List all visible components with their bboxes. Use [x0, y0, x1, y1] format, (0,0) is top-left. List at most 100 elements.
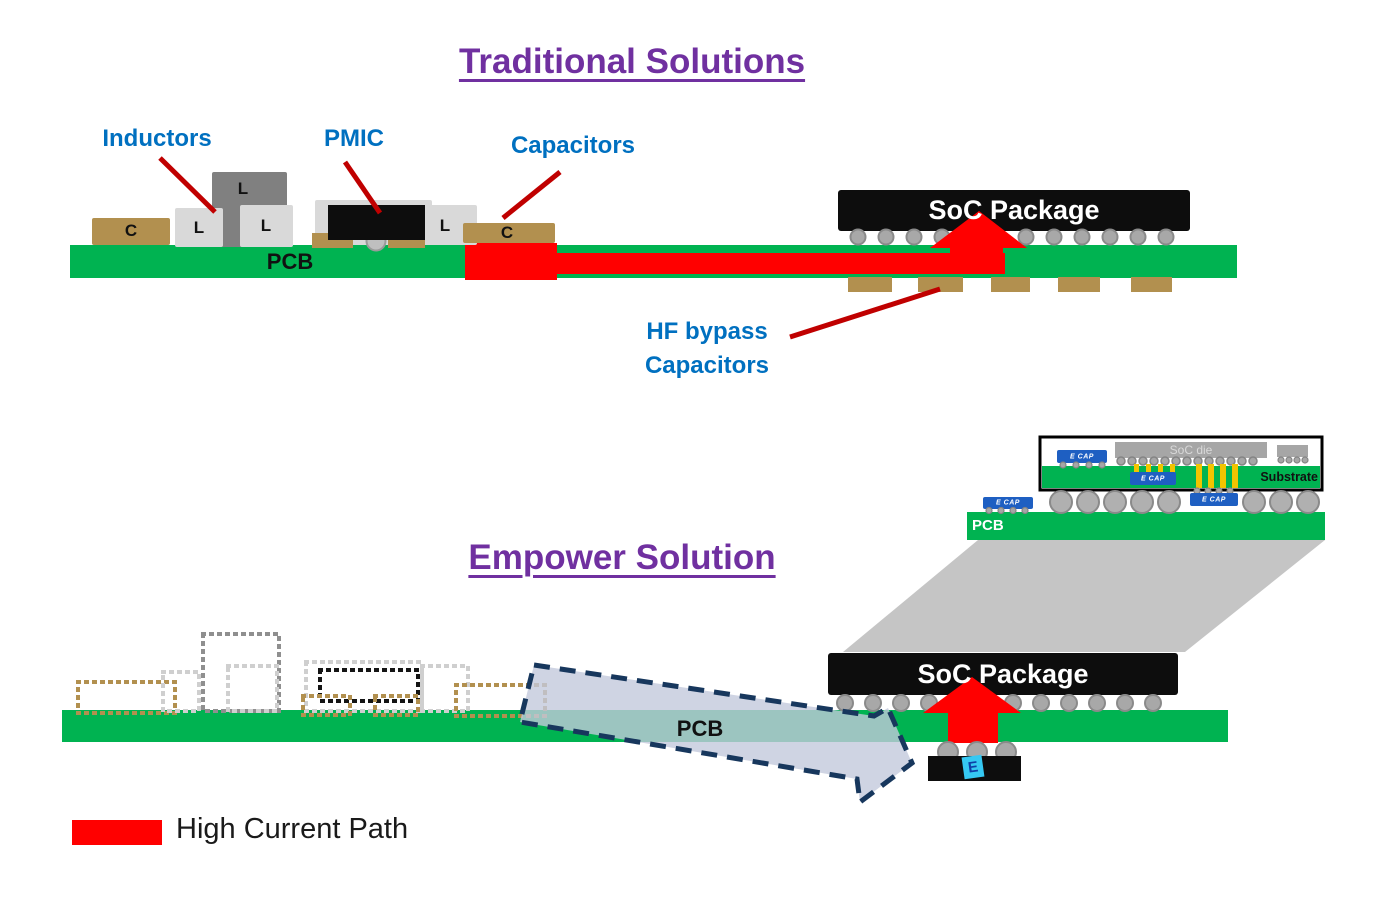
substrate-via — [1146, 464, 1151, 474]
bga-ball — [1127, 456, 1137, 466]
bga-ball — [1045, 228, 1063, 246]
hf-bypass-cap — [1131, 277, 1172, 292]
side-component-bumps — [1277, 456, 1309, 464]
high-current-arrow-head — [930, 211, 1027, 248]
bga-ball — [864, 694, 882, 712]
removed-inductor-outline-3 — [420, 664, 470, 713]
bga-ball — [1116, 694, 1134, 712]
bga-ball — [1076, 490, 1100, 514]
bga-ball — [1157, 490, 1181, 514]
bga-ball — [1171, 456, 1181, 466]
component-letter-l1: L — [193, 218, 205, 237]
hf-bypass-cap — [848, 277, 892, 292]
ecap-embedded — [1130, 472, 1176, 485]
high-current-arrow-shaft — [950, 247, 1003, 273]
bga-ball — [1101, 228, 1119, 246]
bga-ball — [849, 228, 867, 246]
bga-ball — [1149, 456, 1159, 466]
empower-title: Empower Solution — [468, 538, 776, 577]
bga-ball — [1277, 456, 1285, 464]
bga-ball — [1103, 490, 1127, 514]
bga-ball — [1144, 694, 1162, 712]
bga-ball — [1285, 456, 1293, 464]
bga-ball — [1237, 456, 1247, 466]
substrate-via — [1232, 464, 1238, 488]
callout-substrate — [1042, 466, 1320, 488]
soc-package-label-empower: SoC Package — [917, 658, 1089, 689]
capacitor-component-1 — [92, 218, 170, 245]
ecap-logo-text-3: E CAP — [1202, 496, 1226, 504]
bga-ball — [1138, 456, 1148, 466]
pmic-label: PMIC — [324, 125, 384, 152]
bga-ball — [1182, 456, 1192, 466]
ecap-logo-text-1: E CAP — [1070, 453, 1094, 461]
capacitor-component-2 — [463, 223, 555, 243]
bga-ball — [1060, 694, 1078, 712]
ecap-under-package — [1190, 493, 1238, 506]
callout-pcb-label: PCB — [972, 517, 1004, 534]
substrate-via — [1170, 464, 1175, 474]
bga-ball — [1098, 461, 1106, 469]
hf-bypass-label-line1: HF bypass — [646, 318, 768, 345]
removed-inductor-tall-outline — [201, 632, 281, 713]
ecap-on-pcb-bumps — [985, 506, 1029, 515]
removed-pmic-pad-outline-left — [301, 694, 352, 717]
bga-ball — [1301, 456, 1309, 464]
ecap-on-pcb — [983, 497, 1033, 509]
removed-inductor-outline-1 — [161, 670, 201, 713]
bga-ball — [1193, 456, 1203, 466]
ecap-logo-text-4: E CAP — [996, 499, 1020, 507]
removed-components — [76, 632, 547, 718]
bga-ball — [1088, 694, 1106, 712]
bga-ball — [1226, 456, 1236, 466]
ecap-chip-top — [1057, 450, 1107, 463]
bga-ball — [1017, 228, 1035, 246]
bga-ball — [1073, 228, 1091, 246]
high-current-path-swatch — [72, 820, 162, 845]
soc-package-label-traditional: SoC Package — [928, 195, 1100, 225]
pcb-label-traditional: PCB — [266, 249, 314, 274]
hf-bypass-capacitors — [848, 277, 1172, 292]
high-current-arrow-shaft-empower — [948, 713, 998, 743]
bga-ball — [1021, 506, 1029, 515]
bga-ball — [1242, 490, 1266, 514]
legend-label: High Current Path — [176, 813, 409, 845]
bga-ball — [1204, 456, 1214, 466]
bga-ball — [905, 228, 923, 246]
component-letter-l3: L — [260, 216, 272, 235]
bga-ball — [836, 694, 854, 712]
high-current-path-block — [465, 243, 557, 280]
capacitors-pointer-line — [501, 170, 562, 220]
inductors-label: Inductors — [102, 125, 212, 152]
bga-ball — [1157, 228, 1175, 246]
dashed-path-arrow — [516, 662, 916, 807]
substrate-label: Substrate — [1260, 470, 1318, 484]
bga-ball — [877, 228, 895, 246]
callout-bga-right — [1242, 490, 1320, 514]
capacitors-label: Capacitors — [510, 132, 636, 159]
bga-ball — [1032, 694, 1050, 712]
bga-ball — [1116, 456, 1126, 466]
bga-ball — [1129, 228, 1147, 246]
bga-ball — [1059, 461, 1067, 469]
bga-ball — [997, 506, 1005, 515]
soc-package-traditional — [838, 190, 1190, 231]
traditional-title: Traditional Solutions — [458, 42, 806, 81]
substrate-via — [1196, 464, 1202, 488]
removed-pmic-pad-outline-right — [373, 694, 420, 717]
hf-bypass-cap — [918, 277, 963, 292]
hf-bypass-cap — [991, 277, 1030, 292]
callout-side-component — [1277, 445, 1308, 457]
substrate-vias-middle — [1196, 464, 1238, 488]
bga-ball — [1269, 490, 1293, 514]
component-letter-c1: C — [124, 221, 138, 240]
hf-bypass-pointer-line — [789, 286, 941, 340]
zoom-projection-wedge — [843, 540, 1325, 652]
ecap-top-bumps — [1059, 461, 1106, 469]
high-current-path-trace — [557, 253, 1005, 274]
hf-bypass-label-line2: Capacitors — [644, 352, 770, 379]
high-current-arrow-head-empower — [923, 677, 1021, 713]
bga-ball — [1296, 490, 1320, 514]
removed-inductor-outline-2 — [226, 664, 279, 713]
